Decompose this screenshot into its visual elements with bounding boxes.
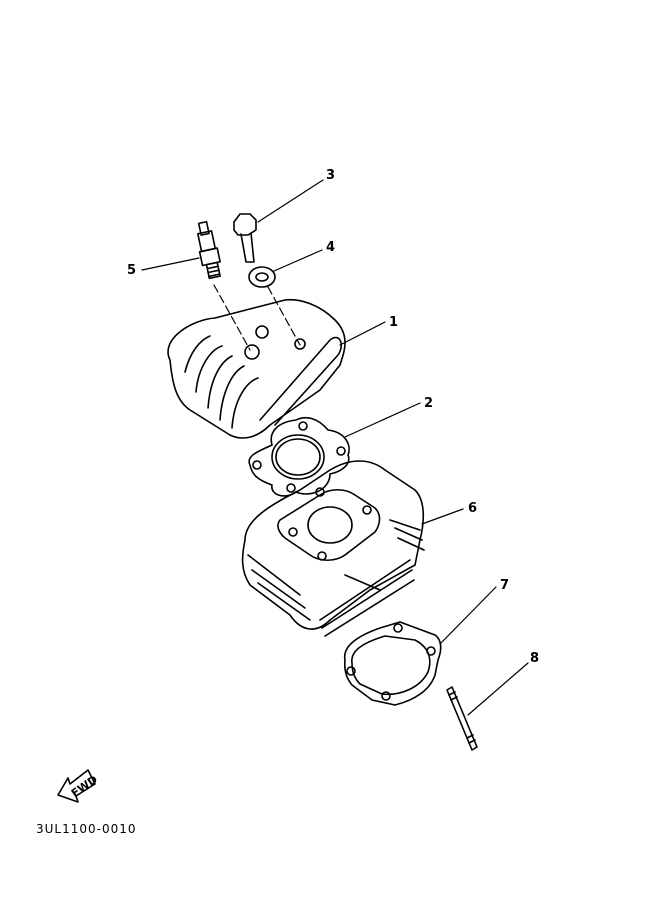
stud-bolt — [446, 686, 478, 751]
callout-4: 4 — [326, 240, 336, 255]
fwd-arrow-icon — [57, 769, 96, 803]
callout-2: 2 — [424, 396, 434, 411]
callout-8: 8 — [530, 651, 540, 666]
cylinder-head — [167, 298, 346, 439]
leader-lines — [141, 179, 529, 716]
callout-5: 5 — [127, 263, 137, 278]
cylinder-head-gasket — [248, 416, 350, 497]
bolt — [233, 213, 257, 263]
cylinder-base-gasket — [343, 621, 442, 706]
callout-1: 1 — [389, 315, 399, 330]
callout-6: 6 — [468, 501, 478, 516]
callout-3: 3 — [326, 168, 336, 183]
drawing-code: 3UL1100-0010 — [36, 822, 137, 836]
cylinder — [241, 460, 425, 637]
callout-7: 7 — [500, 578, 510, 593]
washer — [248, 266, 276, 288]
spark-plug — [197, 220, 221, 280]
